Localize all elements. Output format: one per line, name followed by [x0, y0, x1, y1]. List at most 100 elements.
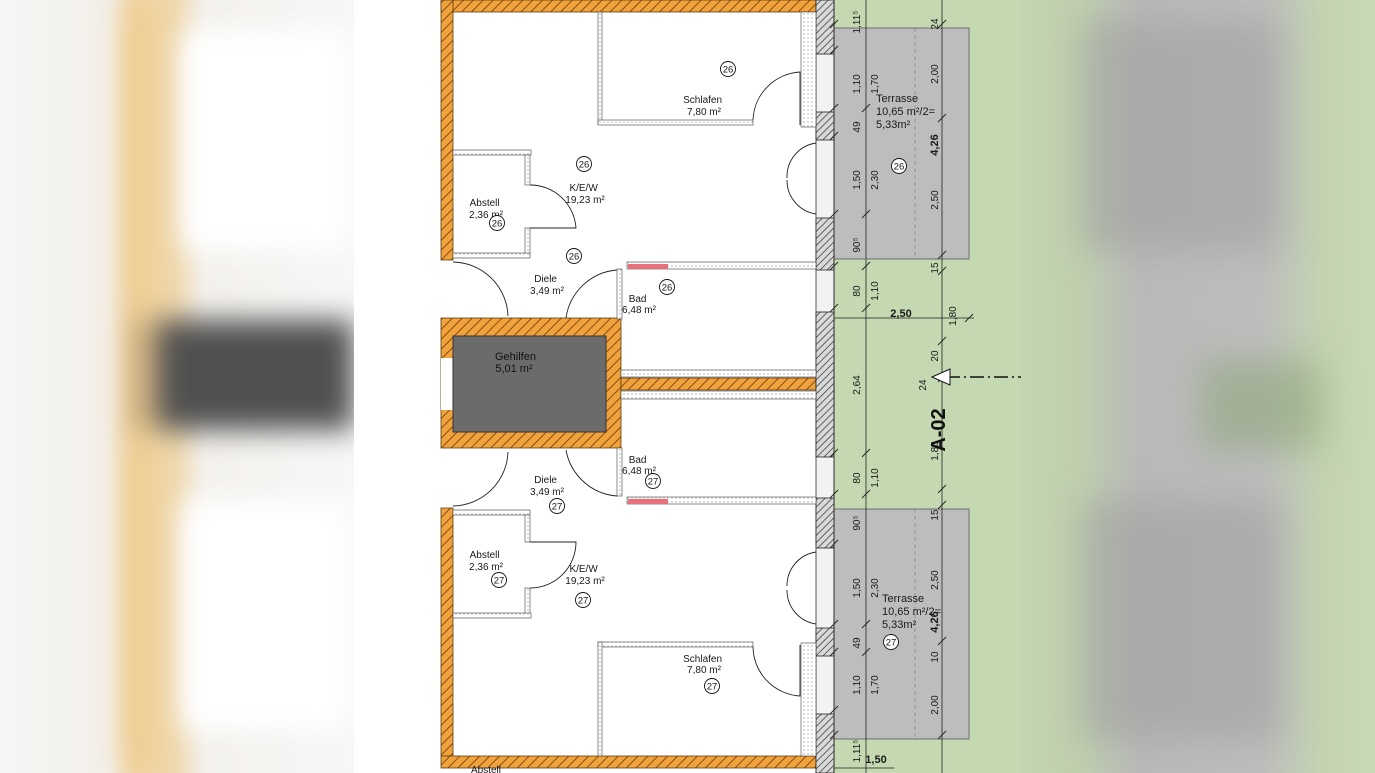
service-room	[452, 335, 607, 433]
unit-markers: 26 26 26 26 26 26 27 27 27 27 27 27	[489, 61, 907, 694]
dimension-lines	[833, 0, 974, 773]
terrace-label-top: Terrasse 10,65 m²/2= 5,33m²	[876, 93, 938, 131]
svg-text:80: 80	[852, 472, 863, 484]
partition	[524, 154, 531, 186]
unit-marker: 26	[566, 248, 582, 264]
room-label-schlafen-bottom: Schlafen 7,80 m²	[683, 654, 725, 676]
svg-text:2,50: 2,50	[930, 190, 941, 210]
blur-block	[1081, 500, 1281, 740]
svg-text:27: 27	[707, 682, 718, 693]
section-label: A-02	[928, 408, 950, 451]
section-line	[930, 368, 1021, 386]
partition	[616, 268, 623, 320]
svg-text:26: 26	[579, 160, 590, 171]
room-label-kew-top: K/E/W 19,23 m²	[565, 183, 605, 206]
room-label-abstell-cut: Abstell	[471, 765, 501, 773]
svg-text:2,30: 2,30	[870, 170, 881, 190]
svg-text:1,10: 1,10	[870, 468, 881, 488]
partition	[524, 587, 531, 617]
partition	[597, 11, 603, 125]
blur-block	[140, 320, 354, 430]
floor-plan: Schlafen 7,80 m² K/E/W 19,23 m² Abstell …	[354, 0, 1021, 773]
svg-text:2,00: 2,00	[930, 64, 941, 84]
dimension-labels-col1: 1,11⁵ 1,10 49 1,50 90⁵ 80 2,64 80 90⁵ 1,…	[852, 11, 863, 763]
svg-text:27: 27	[648, 477, 659, 488]
room-label-bad-top: Bad 6,48 m²	[622, 294, 657, 316]
partition	[626, 496, 817, 505]
terrace-surface-bottom	[833, 508, 970, 740]
svg-text:49: 49	[852, 637, 863, 649]
unit-marker: 26	[659, 279, 675, 295]
svg-text:1,10: 1,10	[870, 281, 881, 301]
terrace-label-bottom: Terrasse 10,65 m²/2= 5,33m²	[882, 593, 944, 631]
room-label-gehilfen: Gehilfen 5,01 m²	[495, 351, 539, 375]
door-swings	[452, 71, 817, 697]
partition	[597, 641, 603, 757]
svg-text:49: 49	[852, 121, 863, 133]
wall-left-upper	[440, 0, 454, 261]
unit-marker: 26	[720, 61, 736, 77]
unit-marker: 26	[891, 158, 907, 174]
room-label-diele-bottom: Diele 3,49 m²	[530, 475, 565, 498]
svg-text:1,10: 1,10	[852, 74, 863, 94]
blur-block	[120, 0, 160, 773]
svg-text:26: 26	[569, 252, 580, 263]
svg-text:27: 27	[886, 638, 897, 649]
blur-block	[1081, 20, 1281, 250]
blur-block	[180, 30, 350, 250]
unit-marker: 27	[704, 678, 720, 694]
partition	[452, 149, 532, 156]
partition	[800, 11, 817, 128]
partition	[524, 514, 531, 543]
shaft-marker	[628, 264, 668, 269]
facade-wall-segment	[815, 497, 835, 549]
svg-text:1,11⁵: 1,11⁵	[852, 11, 863, 34]
svg-text:4,26: 4,26	[929, 134, 941, 155]
shaft-marker	[628, 499, 668, 504]
wall-left-lower	[440, 507, 454, 757]
facade-wall-segment	[815, 627, 835, 657]
svg-text:1,80: 1,80	[948, 306, 959, 326]
dimension-labels-col3: 24 2,00 2,50 15 1,80 20 24 15 2,50 10 2,…	[918, 18, 941, 715]
unit-marker: 27	[549, 498, 565, 514]
unit-marker: 26	[489, 215, 505, 231]
room-label-abstell-bottom: Abstell 2,36 m²	[469, 550, 504, 573]
partition	[620, 390, 817, 400]
svg-text:15: 15	[930, 262, 941, 274]
service-room-opening	[441, 358, 453, 410]
unit-marker: 27	[645, 473, 661, 489]
svg-text:1,11⁵: 1,11⁵	[852, 740, 863, 763]
partition	[626, 261, 817, 270]
svg-text:24: 24	[930, 18, 941, 30]
svg-text:1,50: 1,50	[865, 754, 886, 766]
partition	[616, 447, 623, 497]
wall-middle	[620, 377, 817, 391]
partition	[452, 612, 532, 619]
svg-text:27: 27	[494, 576, 505, 587]
svg-text:26: 26	[492, 219, 503, 230]
blur-block	[180, 500, 350, 730]
facade-wall-segment	[815, 217, 835, 271]
unit-marker: 27	[491, 572, 507, 588]
svg-text:1,80: 1,80	[930, 441, 941, 461]
partition	[800, 642, 817, 757]
dimension-ticks	[829, 19, 974, 740]
svg-text:2,00: 2,00	[930, 695, 941, 715]
partition	[452, 509, 531, 516]
partition	[452, 252, 531, 259]
svg-text:20: 20	[930, 350, 941, 362]
blur-block	[1201, 360, 1321, 450]
partition	[524, 227, 531, 256]
facade-wall-segment	[815, 111, 835, 141]
svg-text:2,50: 2,50	[890, 308, 911, 320]
unit-marker: 27	[883, 634, 899, 650]
svg-text:27: 27	[552, 502, 563, 513]
svg-text:1,50: 1,50	[852, 170, 863, 190]
svg-text:26: 26	[894, 162, 905, 173]
terrace-surface-top	[833, 27, 970, 260]
blurred-background-right	[1021, 0, 1375, 773]
svg-text:2,50: 2,50	[930, 570, 941, 590]
blurred-background-left	[0, 0, 354, 773]
room-label-abstell-top: Abstell 2,36 m²	[469, 198, 504, 221]
svg-text:1,50: 1,50	[852, 578, 863, 598]
